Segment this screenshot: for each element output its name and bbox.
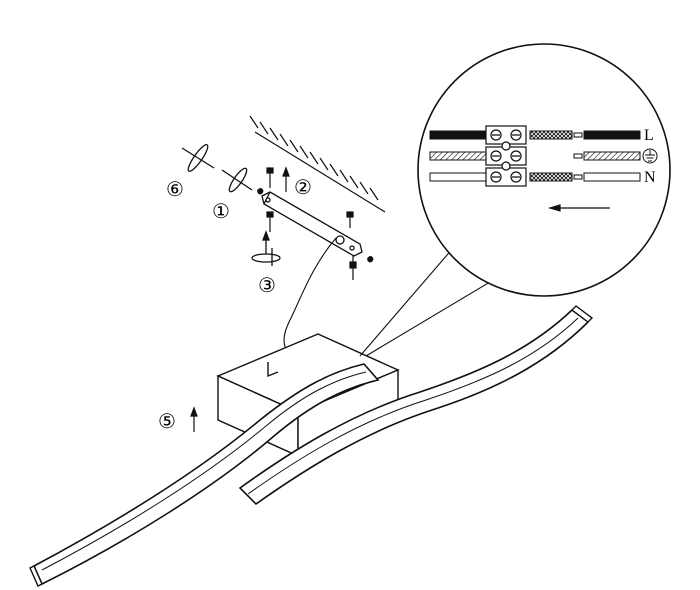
wiring-detail: L N bbox=[417, 43, 671, 297]
step-1-label: ① bbox=[212, 201, 230, 223]
earth-wire bbox=[429, 151, 641, 161]
bracket-screws bbox=[257, 167, 374, 280]
terminal-block bbox=[485, 125, 527, 187]
led-arm-front bbox=[32, 363, 380, 586]
decorative-cap bbox=[221, 167, 253, 193]
live-wire bbox=[429, 130, 641, 140]
ceiling-surface bbox=[249, 115, 386, 213]
ground-icon bbox=[642, 148, 658, 164]
step-3-label: ③ bbox=[258, 275, 276, 297]
callout-lines bbox=[359, 239, 511, 357]
step-5-label: ⑤ bbox=[158, 411, 176, 433]
arrow-left-icon bbox=[547, 204, 610, 212]
step-6-label: ⑥ bbox=[166, 179, 184, 201]
decorative-cap bbox=[181, 144, 215, 172]
power-cable bbox=[283, 237, 337, 357]
neutral-wire bbox=[429, 172, 641, 182]
arrow-up-icon bbox=[282, 166, 290, 192]
led-arm-end-caps bbox=[29, 305, 594, 587]
step-2-label: ② bbox=[294, 177, 312, 199]
neutral-label: N bbox=[644, 169, 656, 186]
live-label: L bbox=[644, 127, 654, 144]
screw-cap bbox=[251, 230, 281, 266]
arrow-up-icon bbox=[190, 406, 198, 432]
mounting-bracket bbox=[261, 191, 363, 257]
